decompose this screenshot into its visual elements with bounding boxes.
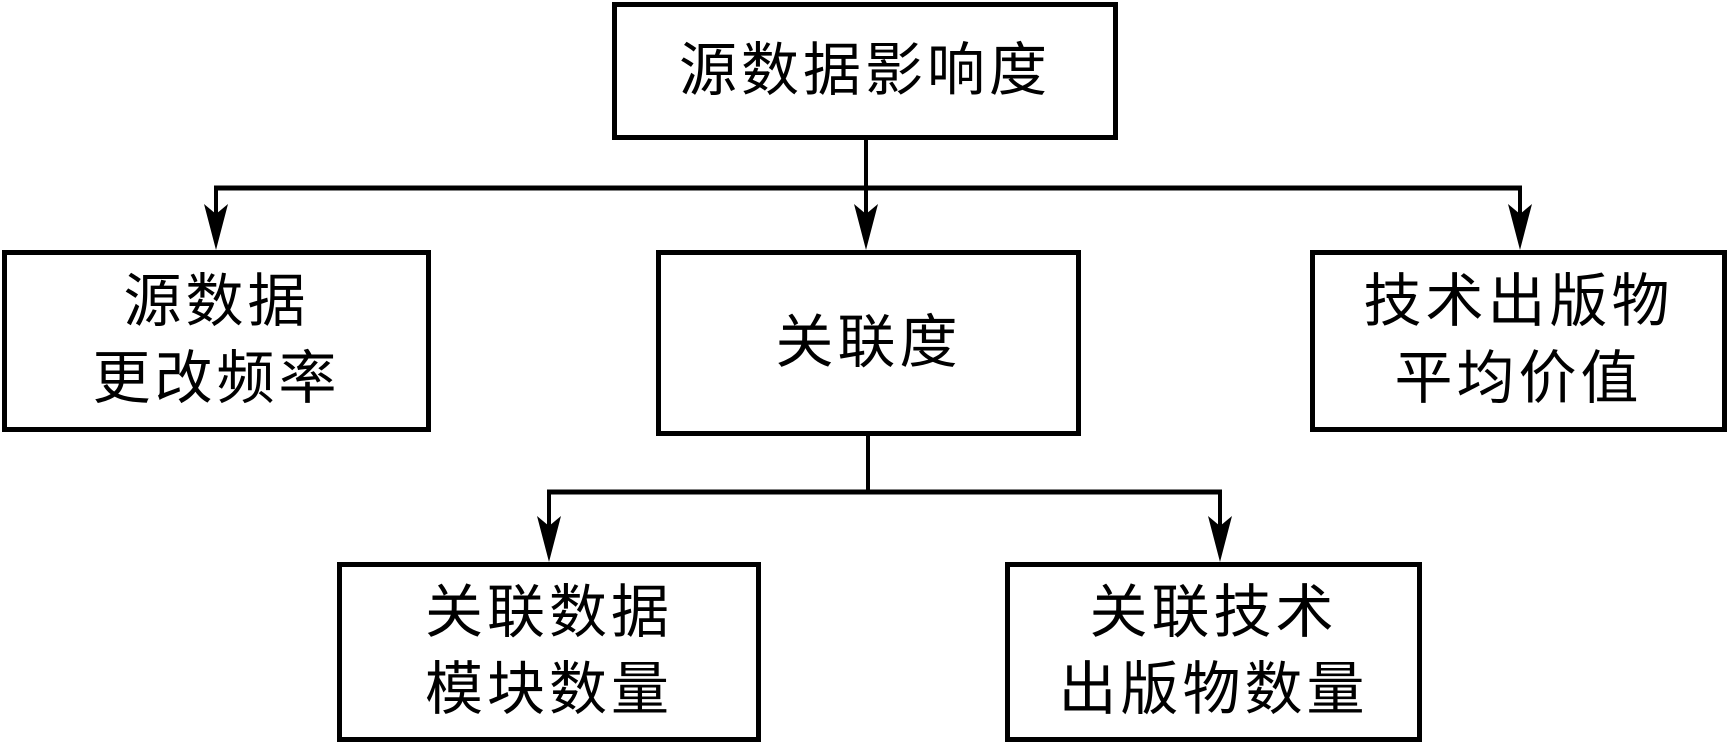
node-label-line: 源数据 (123, 269, 310, 335)
arrow-down-icon (204, 204, 228, 250)
node-relevance-degree: 关联度 (656, 250, 1081, 436)
arrow-down-icon (854, 204, 878, 250)
node-tech-publication-average-value: 技术出版物 平均价值 (1310, 250, 1727, 432)
node-source-data-impact: 源数据影响度 (612, 2, 1118, 140)
node-label-line: 关联技术 (1089, 580, 1338, 646)
arrow-down-icon (537, 516, 561, 562)
node-label-line: 模块数量 (424, 657, 673, 722)
node-related-data-module-count: 关联数据 模块数量 (337, 562, 761, 742)
node-label: 源数据影响度 (678, 37, 1051, 103)
node-source-data-change-frequency: 源数据 更改频率 (2, 250, 431, 432)
node-related-tech-publication-count: 关联技术 出版物数量 (1005, 562, 1422, 742)
node-label-line: 平均价值 (1394, 346, 1643, 411)
node-label: 关联度 (775, 309, 962, 375)
arrow-down-icon (1208, 516, 1232, 562)
node-label-line: 技术出版物 (1363, 269, 1674, 335)
node-label-line: 出版物数量 (1058, 657, 1369, 722)
node-label-line: 更改频率 (92, 346, 341, 411)
arrow-down-icon (1508, 204, 1532, 250)
node-label-line: 关联数据 (424, 580, 673, 646)
